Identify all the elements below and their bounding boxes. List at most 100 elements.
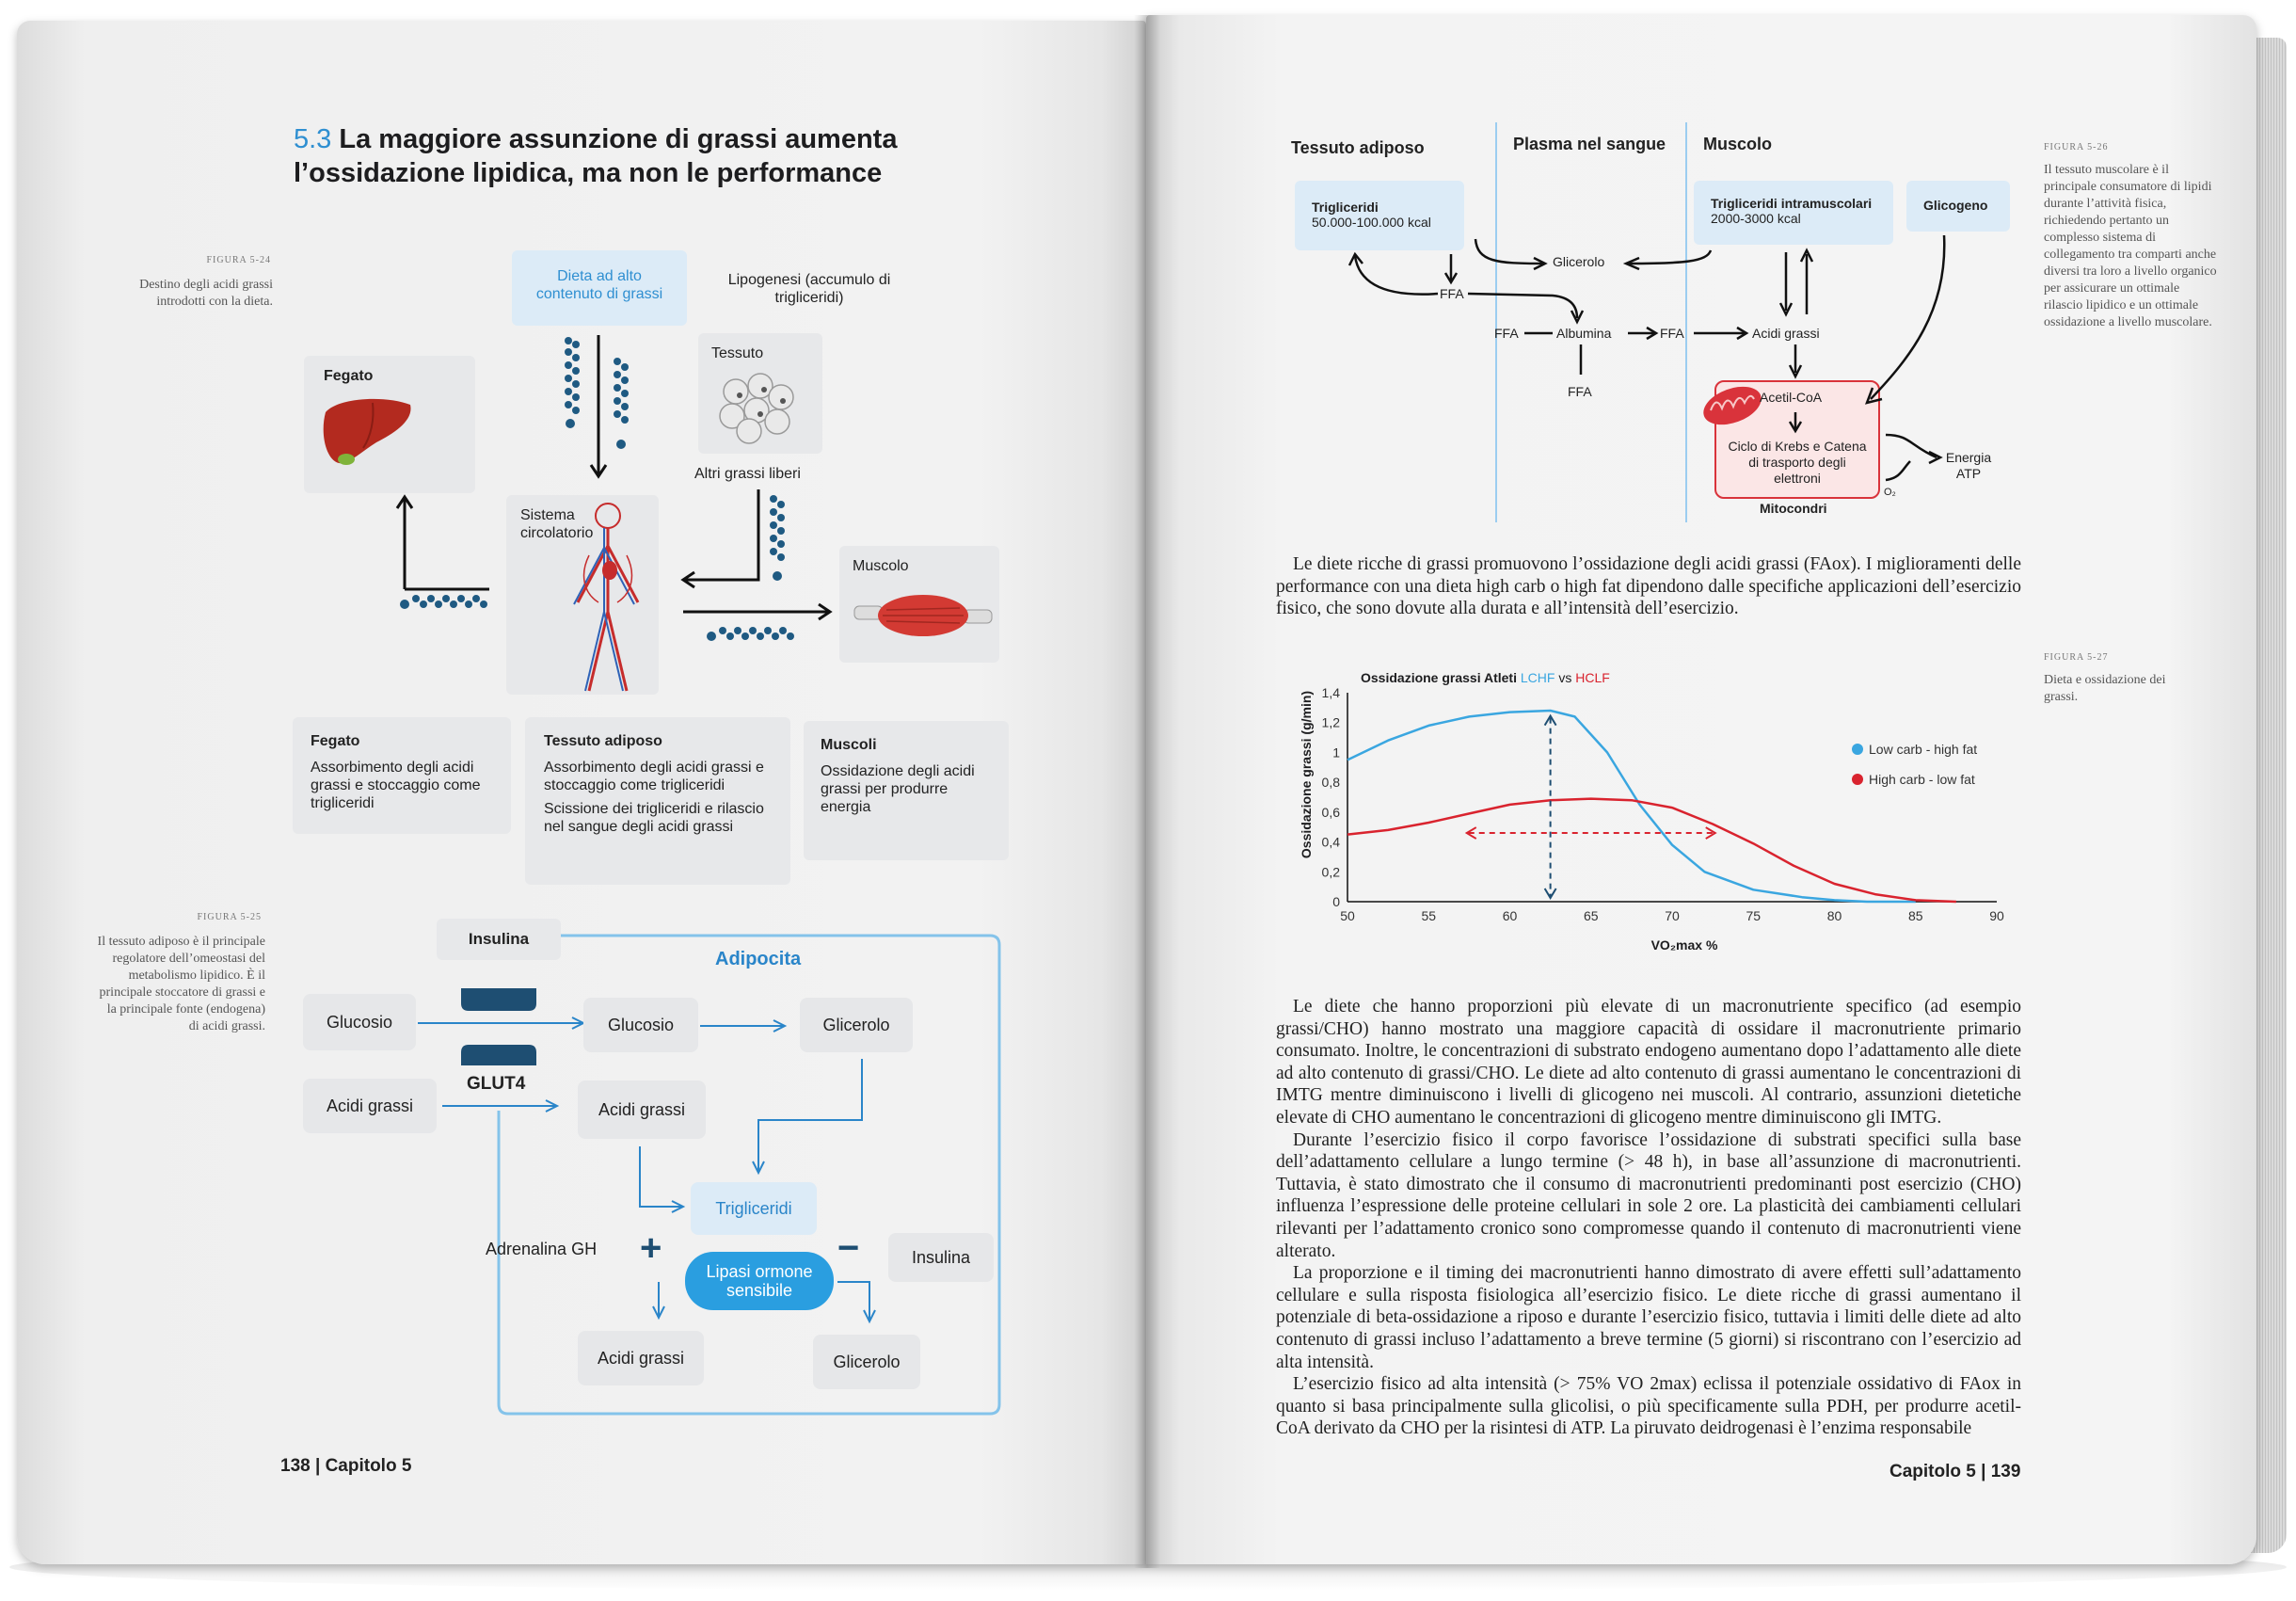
imtg-box [1694,181,1893,245]
x-tick-label: 60 [1503,908,1518,923]
col-adipose-label: Tessuto adiposo [1291,138,1425,157]
fatty-acids-label: Acidi grassi [1752,326,1820,341]
glycerol-top: Glicerolo [800,998,913,1052]
y-tick-label: 1,2 [1322,715,1341,730]
card-liver-text: Assorbimento degli acidi grassi e stocca… [311,760,481,811]
body-paragraph-1: Le diete che hanno proporzioni più eleva… [1276,997,2021,1128]
x-tick-label: 85 [1908,908,1923,923]
paragraph-1: Le diete ricche di grassi promuovono l’o… [1276,553,2021,620]
col-muscle-label: Muscolo [1703,135,1773,153]
glycogen-label: Glicogeno [1923,198,1988,213]
body-paragraph-2: Durante l’esercizio fisico il corpo favo… [1276,1129,2021,1261]
y-tick-label: 0,4 [1322,835,1341,850]
fatty-acids-inside: Acidi grassi [578,1081,706,1139]
glycerol-label: Glicerolo [1553,254,1605,269]
energy-label: Energia ATP [1945,450,1992,481]
chart-title-prefix: Ossidazione grassi Atleti [1361,670,1517,685]
book-gutter [1134,15,1160,1568]
right-page [1146,15,2256,1564]
col-plasma-label: Plasma nel sangue [1513,135,1666,153]
y-tick-label: 1,4 [1322,685,1341,700]
liver-icon [323,398,411,465]
mitochondrion-icon [1703,386,1762,425]
y-tick-label: 0 [1332,894,1340,909]
plus-sign: + [640,1227,662,1269]
insulin-right: Insulina [888,1233,994,1282]
glycogen-box [1906,181,2010,232]
card-adipose-title: Tessuto adiposo [544,733,662,749]
card-muscles-text: Ossidazione degli acidi grassi per produ… [821,763,975,815]
x-tick-label: 65 [1584,908,1599,923]
imtg-label: Trigliceridi intramuscolari [1711,196,1873,211]
fig24-caption: Destino degli acidi grassi introdotti co… [139,278,273,309]
card-adipose-text1: Assorbimento degli acidi grassi e stocca… [544,760,764,793]
body-paragraph-4: L’esercizio fisico ad alta intensità (> … [1276,1374,2021,1439]
glycerol-bottom: Glicerolo [813,1335,920,1389]
chain-icon [565,337,580,428]
x-tick-label: 70 [1665,908,1680,923]
imtg-kcal: 2000-3000 kcal [1711,211,1801,226]
series-line-1 [1347,709,1916,904]
peak-annotation-heads [1543,713,1557,900]
shift-annotation-heads [1464,826,1717,840]
section-title-line2: l’ossidazione lipidica, ma non le perfor… [294,158,883,188]
fig25-caption: Il tessuto adiposo è il principale regol… [97,935,265,1033]
lipogenesis-label: Lipogenesi (accumulo di trigliceridi) [727,272,891,306]
glucose-outside: Glucosio [303,994,416,1050]
chart-title-lchf: LCHF [1520,670,1555,685]
left-page-footer: 138 | Capitolo 5 [280,1456,412,1476]
card-adipose [525,717,790,885]
y-tick-label: 1 [1332,744,1340,760]
card-muscles [804,721,1009,860]
y-tick-label: 0,8 [1322,775,1341,790]
ffa2-label: FFA [1494,326,1519,341]
ffa4-label: FFA [1568,384,1592,399]
adipocyte-label: Adipocita [715,949,802,969]
minus-sign: − [837,1227,860,1269]
glut4-transporter [461,988,536,1065]
section-number: 5.3 [294,124,332,154]
mitochondria-label: Mitocondri [1760,501,1827,516]
triglycerides-kcal: 50.000-100.000 kcal [1312,215,1431,230]
triglycerides-node: Trigliceridi [691,1182,817,1235]
hormone-sensitive-lipase: Lipasi ormone sensibile [685,1252,834,1310]
adipocyte-diagram-lines [418,934,1001,1416]
triglycerides-label: Trigliceridi [1312,200,1379,215]
adrenaline-gh-label: Adrenalina GH [486,1240,598,1258]
legend-marker-2 [1852,774,1863,785]
legend-label-1: Low carb - high fat [1869,742,1977,757]
liver-label: Fegato [324,368,374,384]
glut4-label: GLUT4 [467,1074,526,1094]
x-tick-label: 55 [1421,908,1436,923]
fig25-label: FIGURA 5-25 [197,912,262,922]
chart-title-vs: vs [1558,670,1572,685]
chart-title-hclf: HCLF [1575,670,1610,685]
insulin-top-box [437,919,561,960]
legend-label-2: High carb - low fat [1869,772,1975,787]
body-paragraph-3: La proporzione e il timing dei macronutr… [1276,1263,2021,1372]
high-fat-diet-label: Dieta ad alto contenuto di grassi [535,268,663,302]
card-liver-title: Fegato [311,733,360,749]
x-tick-label: 50 [1340,908,1355,923]
o2-label: O₂ [1884,487,1896,498]
series-line-2 [1347,797,1956,904]
x-tick-label: 80 [1827,908,1842,923]
krebs-label: Ciclo di Krebs e Catena di trasporto deg… [1728,439,1867,486]
glucose-inside: Glucosio [583,998,698,1052]
muscle-label: Muscolo [853,558,909,574]
muscle-icon [853,595,993,636]
legend-marker-1 [1852,744,1863,755]
card-liver [293,717,511,834]
chart-ylabel: Ossidazione grassi (g/min) [1299,690,1314,859]
fat-cells-icon [719,373,794,444]
ffa1-label: FFA [1440,286,1464,301]
fig26-arrows [1347,234,1946,482]
high-fat-diet-box [512,250,687,326]
y-tick-label: 0,6 [1322,805,1341,820]
circulatory-system-icon [573,503,640,692]
ffa3-label: FFA [1660,326,1684,341]
fig26-column-dividers [1495,122,1687,522]
body-paragraphs: Le diete che hanno proporzioni più eleva… [1276,996,2021,1440]
fatty-acid-chains [395,335,833,641]
